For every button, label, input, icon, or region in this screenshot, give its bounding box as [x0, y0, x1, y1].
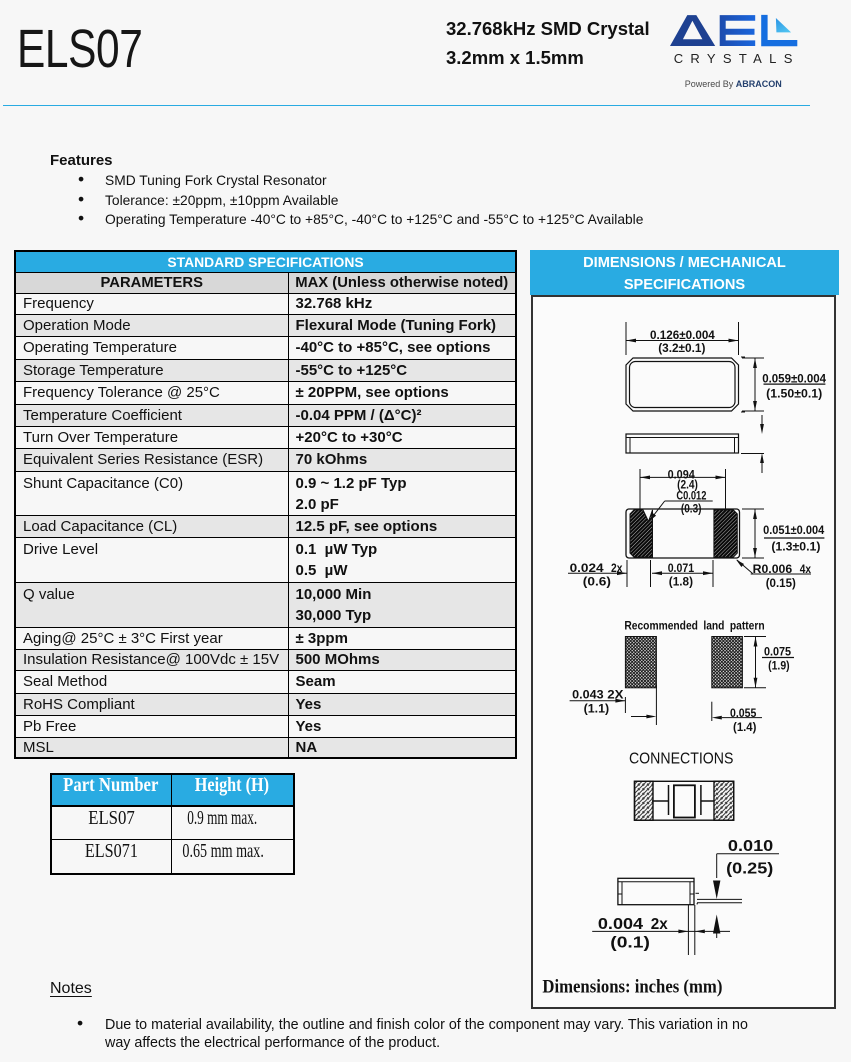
svg-text:0.043: 0.043 [572, 688, 604, 702]
svg-text:Powered By ABRACON: Powered By ABRACON [685, 79, 782, 89]
svg-text:(1.4): (1.4) [733, 720, 756, 734]
svg-text:2x: 2x [611, 561, 623, 575]
svg-text:(3.2±0.1): (3.2±0.1) [658, 341, 705, 355]
svg-text:(0.25): (0.25) [726, 860, 773, 877]
svg-text:4x: 4x [800, 562, 812, 576]
svg-text:0.004: 0.004 [598, 916, 643, 933]
svg-text:C0.012: C0.012 [676, 489, 706, 503]
svg-text:CONNECTIONS: CONNECTIONS [629, 750, 734, 767]
svg-text:2x: 2x [651, 916, 668, 933]
svg-text:(0.15): (0.15) [766, 576, 796, 590]
svg-text:(1.1): (1.1) [584, 701, 610, 715]
svg-text:0.059±0.004: 0.059±0.004 [762, 371, 826, 385]
svg-text:0.071: 0.071 [668, 561, 695, 575]
svg-text:(1.50±0.1): (1.50±0.1) [766, 386, 822, 400]
svg-text:0.024: 0.024 [570, 561, 604, 575]
svg-text:0.075: 0.075 [764, 644, 791, 658]
svg-text:(1.3±0.1): (1.3±0.1) [771, 539, 820, 553]
svg-text:2X: 2X [607, 688, 623, 702]
svg-text:0.055: 0.055 [730, 706, 757, 720]
svg-text:(0.1): (0.1) [610, 935, 650, 952]
svg-text:0.051±0.004: 0.051±0.004 [763, 523, 824, 537]
svg-text:R0.006: R0.006 [753, 562, 793, 576]
svg-text:(1.8): (1.8) [669, 574, 693, 588]
svg-text:(2.4): (2.4) [677, 478, 698, 492]
svg-text:0.010: 0.010 [728, 838, 773, 855]
svg-text:(1.9): (1.9) [768, 659, 790, 673]
svg-text:CRYSTALS: CRYSTALS [674, 51, 799, 66]
svg-text:0.094: 0.094 [668, 467, 695, 481]
svg-text:Dimensions: inches (mm): Dimensions: inches (mm) [542, 978, 722, 998]
svg-text:(0.3): (0.3) [681, 502, 702, 516]
svg-text:Recommended land pattern: Recommended land pattern [624, 618, 764, 632]
svg-text:(0.6): (0.6) [583, 574, 611, 588]
svg-text:0.126±0.004: 0.126±0.004 [650, 328, 715, 342]
